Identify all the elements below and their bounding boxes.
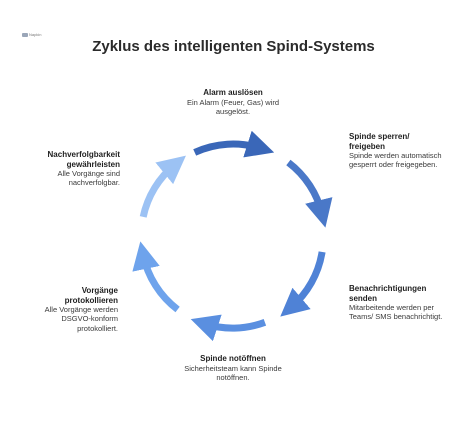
step-description: Mitarbeitende werden per Teams/ SMS bena…: [349, 303, 443, 322]
step-description: Alle Vorgänge werden DSGVO-konform proto…: [44, 305, 118, 333]
step-heading: Nachverfolgbarkeit gewährleisten: [47, 150, 120, 169]
step-alarm: Alarm auslösen Ein Alarm (Feuer, Gas) wi…: [178, 88, 288, 116]
cycle-arrow-2: [286, 159, 333, 228]
step-traceability: Nachverfolgbarkeit gewährleisten Alle Vo…: [24, 150, 120, 188]
step-lock-unlock: Spinde sperren/ freigeben Spinde werden …: [349, 132, 444, 170]
step-log: Vorgänge protokollieren Alle Vorgänge we…: [40, 286, 118, 333]
step-heading: Benachrichtigungen senden: [349, 284, 427, 303]
step-heading: Spinde notöffnen: [200, 354, 266, 363]
cycle-arrow-5: [132, 241, 180, 313]
cycle-arrow-1: [193, 130, 275, 158]
step-heading: Alarm auslösen: [203, 88, 263, 97]
diagram-title: Zyklus des intelligenten Spind-Systems: [92, 38, 375, 55]
step-heading: Vorgänge protokollieren: [64, 286, 118, 305]
step-emergency-open: Spinde notöffnen Sicherheitsteam kann Sp…: [183, 354, 283, 382]
cycle-arrow-6: [139, 155, 186, 218]
step-notify: Benachrichtigungen senden Mitarbeitende …: [349, 284, 449, 322]
logo-text: Napkin: [29, 32, 42, 37]
step-description: Sicherheitsteam kann Spinde notöffnen.: [184, 363, 282, 382]
step-description: Spinde werden automatisch gesperrt oder …: [349, 151, 442, 170]
logo-icon: [22, 32, 28, 37]
brand-logo: Napkin: [22, 32, 41, 37]
cycle-arrow-3: [280, 251, 326, 317]
step-heading: Spinde sperren/ freigeben: [349, 132, 410, 151]
step-description: Alle Vorgänge sind nachverfolgbar.: [57, 169, 120, 188]
step-description: Ein Alarm (Feuer, Gas) wird ausgelöst.: [186, 97, 280, 116]
cycle-arrow-4: [190, 314, 267, 342]
